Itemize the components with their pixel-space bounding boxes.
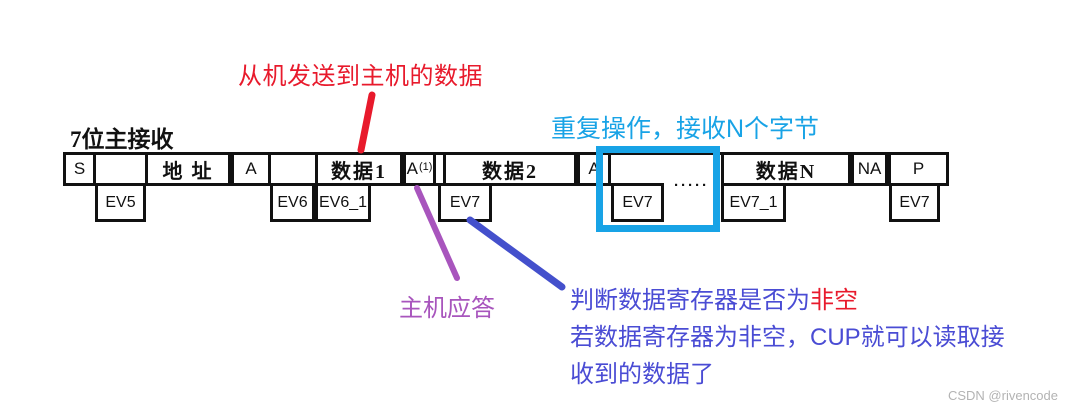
event-box-ev6-1-label: EV6_1 xyxy=(318,193,368,211)
event-box-ev7-last: EV7 xyxy=(889,183,940,222)
judge-register-annotation: 判断数据寄存器是否为非空 若数据寄存器为非空，CUP就可以读取接 收到的数据了 xyxy=(570,282,1005,393)
frame-cell-data2: 数据2 xyxy=(443,152,577,186)
event-box-ev7-first-label: EV7 xyxy=(449,193,481,211)
frame-cell-data1-label: 数据1 xyxy=(331,160,387,183)
frame-cell-dataN-label: 数据N xyxy=(755,160,817,183)
event-box-ev7-repeat-label: EV7 xyxy=(622,193,653,211)
frame-cell-stop-label: P xyxy=(912,159,925,178)
event-box-ev7-1-label: EV7_1 xyxy=(729,193,778,211)
ellipsis-dots: ····· xyxy=(674,177,709,194)
event-box-ev5-label: EV5 xyxy=(105,193,136,211)
diagram-title: 7位主接收 xyxy=(70,127,174,152)
frame-cell-dataN: 数据N xyxy=(721,152,851,186)
event-box-ev7-first: EV7 xyxy=(438,183,492,222)
frame-cell-data1: 数据1 xyxy=(315,152,403,186)
frame-cell-stop: P xyxy=(888,152,949,186)
blue-pointer-line xyxy=(466,216,566,291)
event-box-ev7-last-label: EV7 xyxy=(899,193,930,211)
judge-line-3: 收到的数据了 xyxy=(570,361,714,388)
frame-cell-ack2-label: A xyxy=(406,159,418,178)
frame-cell-ack1-label: A xyxy=(245,159,257,178)
frame-cell-nack: NA xyxy=(851,152,888,186)
frame-cell-ack1: A xyxy=(231,152,271,186)
watermark: CSDN @rivencode xyxy=(947,388,1058,403)
master-ack-annotation: 主机应答 xyxy=(399,295,495,322)
frame-cell-start: S xyxy=(63,152,96,186)
frame-cell-address-label: 地 址 xyxy=(162,160,214,183)
judge-line-1-prefix: 判断数据寄存器是否为 xyxy=(570,287,810,314)
frame-cell-address: 地 址 xyxy=(145,152,231,186)
repeat-highlight-box xyxy=(596,146,720,232)
frame-cell-ack2: A(1) xyxy=(403,152,436,186)
repeat-annotation: 重复操作，接收N个字节 xyxy=(551,115,820,143)
frame-cell-nack-label: NA xyxy=(857,159,882,178)
frame-cell-start-label: S xyxy=(73,159,86,178)
red-pointer-line xyxy=(357,91,376,154)
frame-cell-data2-label: 数据2 xyxy=(482,160,538,183)
event-box-ev7-repeat: EV7 xyxy=(611,183,664,222)
judge-line-1: 判断数据寄存器是否为非空 xyxy=(570,282,1005,319)
judge-line-2: 若数据寄存器为非空，CUP就可以读取接 xyxy=(570,324,1005,351)
slave-data-annotation: 从机发送到主机的数据 xyxy=(238,63,483,90)
event-box-ev6-label: EV6 xyxy=(277,193,308,211)
event-box-ev6: EV6 xyxy=(270,183,315,222)
event-box-ev5: EV5 xyxy=(95,183,146,222)
judge-line-1-highlight: 非空 xyxy=(810,287,858,314)
event-box-ev7-1: EV7_1 xyxy=(721,183,786,222)
frame-cell-ack3-label: A xyxy=(588,159,600,178)
frame-cell-ack3: A xyxy=(577,152,611,186)
event-box-ev6-1: EV6_1 xyxy=(315,183,371,222)
